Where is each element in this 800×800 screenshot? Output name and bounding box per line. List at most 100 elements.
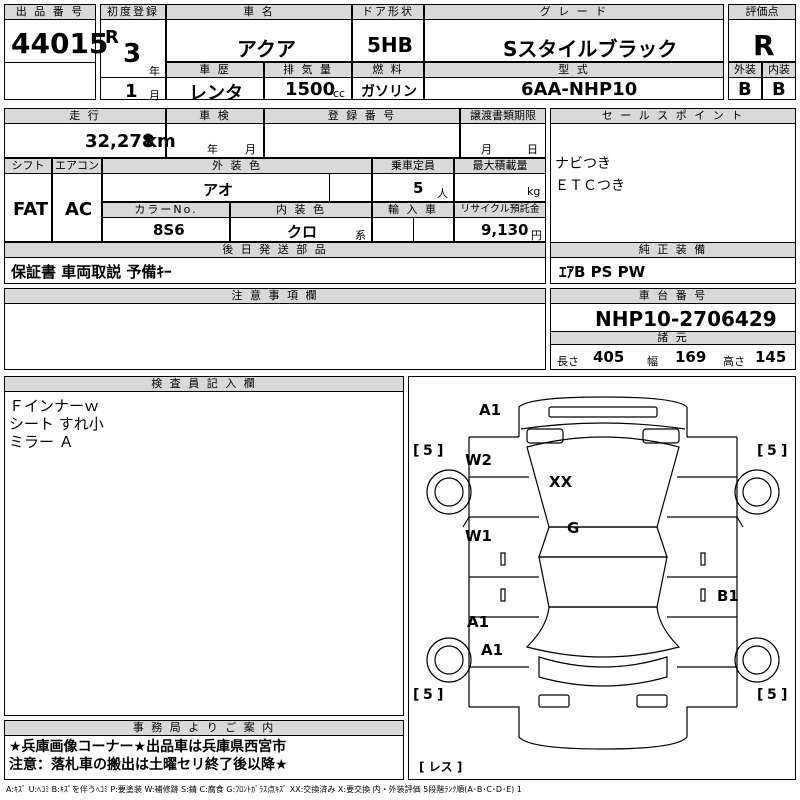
era: R <box>105 27 119 48</box>
shift-box: シフト FAT <box>4 158 52 242</box>
height-label: 高さ <box>723 355 745 368</box>
office-label: 事 務 局 よ り ご 案 内 <box>4 720 404 736</box>
caution-label: 注 意 事 項 欄 <box>4 288 546 304</box>
grade-box: グ レ ー ド Sスタイルブラック <box>424 4 724 62</box>
fuel: ガソリン <box>361 84 417 100</box>
width-label: 幅 <box>647 355 658 368</box>
model: 6AA-NHP10 <box>521 79 638 100</box>
transfer-month-unit: 月 <box>481 143 492 156</box>
tire-rl: 5 <box>423 687 433 703</box>
score: R <box>753 29 775 62</box>
car-name: アクア <box>237 37 296 61</box>
genuine-label: 純 正 装 備 <box>550 242 796 258</box>
inspector-label: 検 査 員 記 入 欄 <box>4 376 404 392</box>
displacement-unit: cc <box>333 87 346 100</box>
mileage-label: 走 行 <box>4 108 166 124</box>
recycle-unit: 円 <box>531 229 542 242</box>
inspector-line-1: Ｆインナーｗ <box>9 397 100 415</box>
aircon: AC <box>65 199 93 220</box>
car-name-label: 車 名 <box>166 4 352 20</box>
grade: Sスタイルブラック <box>503 37 678 61</box>
shift-label: シフト <box>4 158 52 174</box>
ext-label: 外装 <box>728 62 762 78</box>
chassis-box: 車 台 番 号 NHP10-2706429 諸 元 長さ 405 幅 169 高… <box>550 288 796 370</box>
intcolor-box: 内 装 色 クロ 系 <box>230 202 372 242</box>
colorno-label: カラーNo. <box>102 202 230 218</box>
intcolor-label: 内 装 色 <box>230 202 372 218</box>
insp-month-unit: 月 <box>245 143 256 156</box>
model-label: 型 式 <box>424 62 724 78</box>
inspection-box: 車 検 年 月 <box>166 108 264 158</box>
seats-label: 乗車定員 <box>372 158 454 174</box>
accessories-box: 後 日 発 送 部 品 保証書 車両取説 予備ｷｰ <box>4 242 546 284</box>
legend: A:ｷｽﾞ U:ﾍｺﾐ B:ｷｽﾞを伴うﾍｺﾐ P:要塗装 W:補修跡 S:錆 … <box>6 785 522 794</box>
inspector-box: 検 査 員 記 入 欄 Ｆインナーｗ シート すれ小 ミラー Ａ <box>4 376 404 716</box>
year-unit: 年 <box>149 65 160 78</box>
inspection-label: 車 検 <box>166 108 264 124</box>
length-label: 長さ <box>557 355 579 368</box>
import-box: 輸 入 車 <box>372 202 454 242</box>
ext-grade: B <box>738 79 752 100</box>
mark-a1-front: A1 <box>479 401 501 419</box>
caution-box: 注 意 事 項 欄 <box>4 288 546 370</box>
score-label: 評価点 <box>728 4 796 20</box>
aircon-label: エアコン <box>52 158 102 174</box>
color: アオ <box>203 181 234 199</box>
fuel-box: 燃 料 ガソリン <box>352 62 424 100</box>
svg-text:[: [ <box>413 687 419 703</box>
svg-text:[: [ <box>413 443 419 459</box>
color-label: 外 装 色 <box>102 158 372 174</box>
door-box: ドア形状 5HB <box>352 4 424 62</box>
car-name-box: 車 名 アクア <box>166 4 352 62</box>
car-diagram-box: A1 W2 XX G W1 B1 A1 A1 [5] [5] [5] [5] [… <box>408 376 796 780</box>
score-box: 評価点 R <box>728 4 796 62</box>
load-box: 最大積載量 kg <box>454 158 546 202</box>
transfer-day-unit: 日 <box>527 143 538 156</box>
intcolor: クロ <box>287 223 318 241</box>
first-registration-box: 初度登録 R 3 年 1 月 <box>100 4 166 102</box>
history-label: 車 歴 <box>166 62 264 78</box>
length: 405 <box>593 348 625 366</box>
door-label: ドア形状 <box>352 4 424 20</box>
mileage-unit: km <box>145 131 176 152</box>
height: 145 <box>755 348 787 366</box>
chassis-label: 車 台 番 号 <box>550 288 796 304</box>
svg-text:[: [ <box>757 443 763 459</box>
colorno-box: カラーNo. 8S6 <box>102 202 230 242</box>
recycle-label: リサイクル預託金 <box>454 202 546 218</box>
regno-label: 登 録 番 号 <box>264 108 460 124</box>
tire-rr: 5 <box>767 687 777 703</box>
mark-w1: W1 <box>465 527 492 545</box>
lot-number-box: 出 品 番 号 44015 <box>4 4 108 100</box>
history: レンタ <box>189 83 243 104</box>
svg-text:]: ] <box>781 687 787 703</box>
accessories-label: 後 日 発 送 部 品 <box>4 242 546 258</box>
seats-unit: 人 <box>437 187 448 200</box>
lot-number: 44015 <box>11 27 109 60</box>
mileage: 32,278 <box>85 131 155 152</box>
genuine-box: 純 正 装 備 ｴｱB PS PW <box>550 242 796 284</box>
svg-text:]: ] <box>437 443 443 459</box>
mark-a1-rear: A1 <box>481 641 503 659</box>
seats-box: 乗車定員 5 人 <box>372 158 454 202</box>
mark-g: G <box>567 519 579 537</box>
spare-tire: [ レス ] <box>419 760 462 774</box>
recycle-fee: 9,130 <box>481 221 529 239</box>
int-grade: B <box>772 79 786 100</box>
mark-a1-rear-side: A1 <box>467 613 489 631</box>
int-label: 内装 <box>762 62 796 78</box>
svg-text:]: ] <box>437 687 443 703</box>
import-label: 輸 入 車 <box>372 202 454 218</box>
car-diagram: A1 W2 XX G W1 B1 A1 A1 [5] [5] [5] [5] [… <box>413 396 787 774</box>
inspector-line-3: ミラー Ａ <box>9 433 74 451</box>
seats: 5 <box>413 179 424 197</box>
load-unit: kg <box>527 185 541 198</box>
month-unit: 月 <box>149 89 160 102</box>
fuel-label: 燃 料 <box>352 62 424 78</box>
displacement-label: 排 気 量 <box>264 62 352 78</box>
displacement-box: 排 気 量 1500 cc <box>264 62 352 100</box>
grade-label: グ レ ー ド <box>424 4 724 20</box>
tire-fr: 5 <box>767 443 777 459</box>
door-type: 5HB <box>367 33 413 57</box>
lot-number-label: 出 品 番 号 <box>4 4 96 20</box>
